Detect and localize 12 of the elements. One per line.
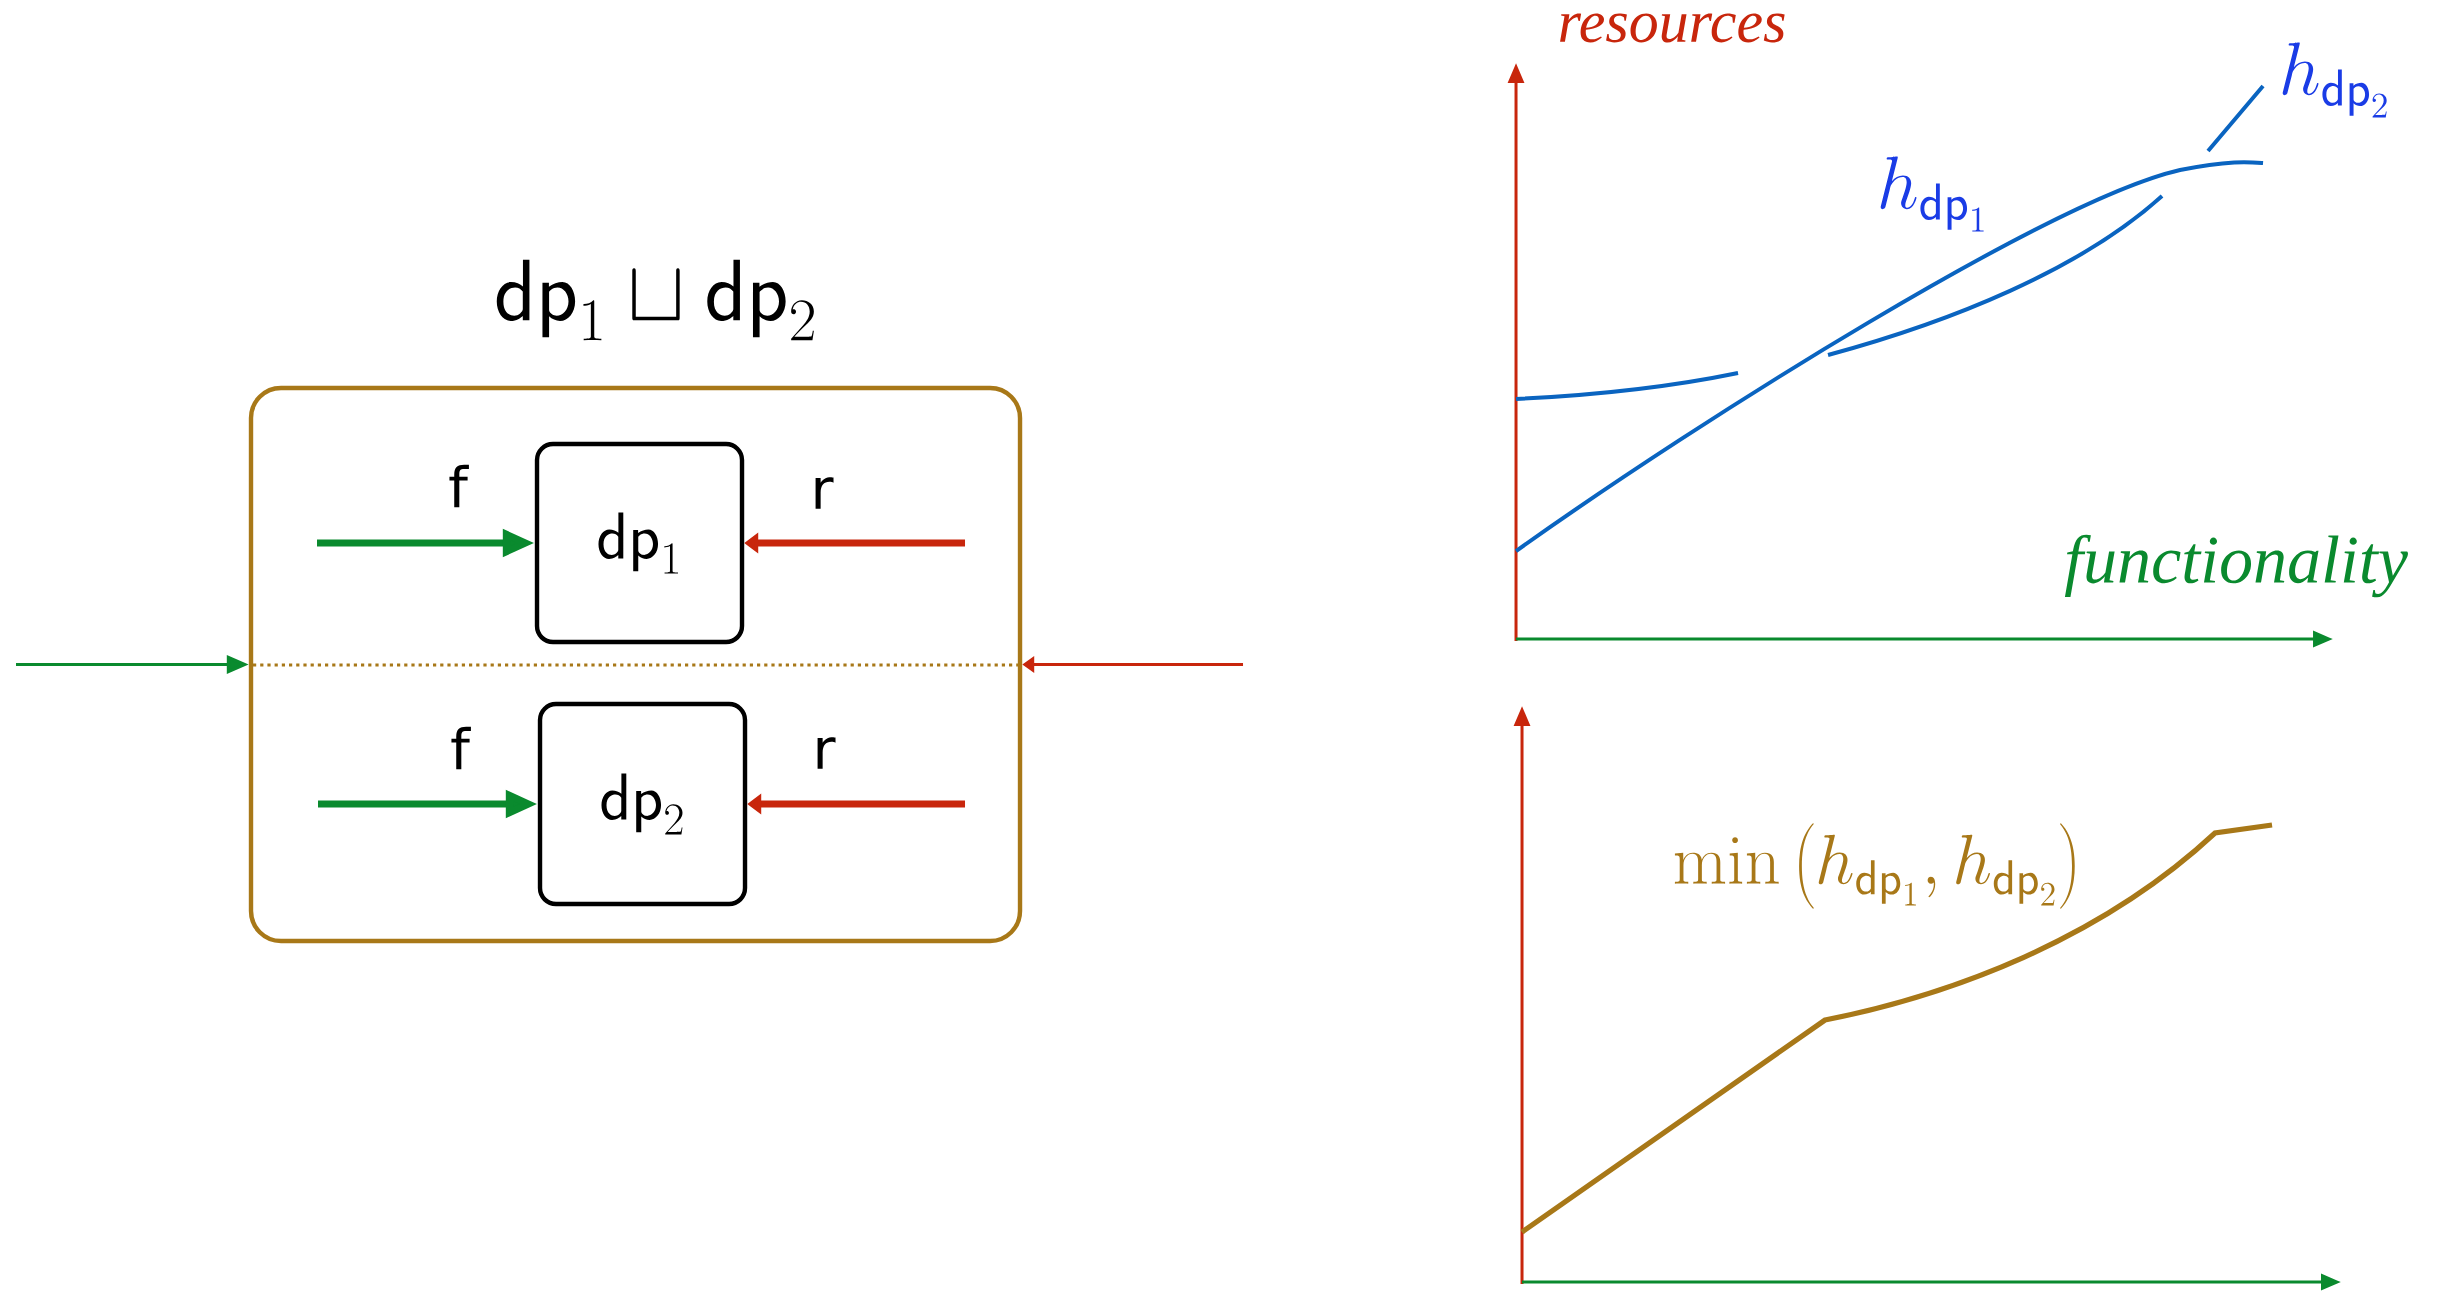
curve-label: $\min\left(h_{\mathsf{dp}_1}, h_{\mathsf{dp}_2}\right)$ bbox=[1674, 823, 2075, 909]
box-title: $\mathsf{dp}_1 \sqcup \mathsf{dp}_2$ bbox=[496, 259, 814, 341]
axis-label: resources bbox=[1560, 13, 1785, 43]
curve-label: $h_{\mathsf{dp}_1}$ bbox=[1880, 156, 1984, 232]
edge-label: f bbox=[448, 724, 472, 772]
edge-label: r bbox=[810, 735, 838, 771]
axis-label: functionality bbox=[2064, 534, 2408, 598]
curve-label: $h_{\mathsf{dp}_2}$ bbox=[2282, 42, 2387, 118]
edge-label: r bbox=[808, 475, 836, 511]
process-box: $\mathsf{dp}_1$ bbox=[534, 441, 745, 645]
edge-label: f bbox=[446, 462, 470, 510]
process-box: $\mathsf{dp}_2$ bbox=[537, 701, 748, 907]
